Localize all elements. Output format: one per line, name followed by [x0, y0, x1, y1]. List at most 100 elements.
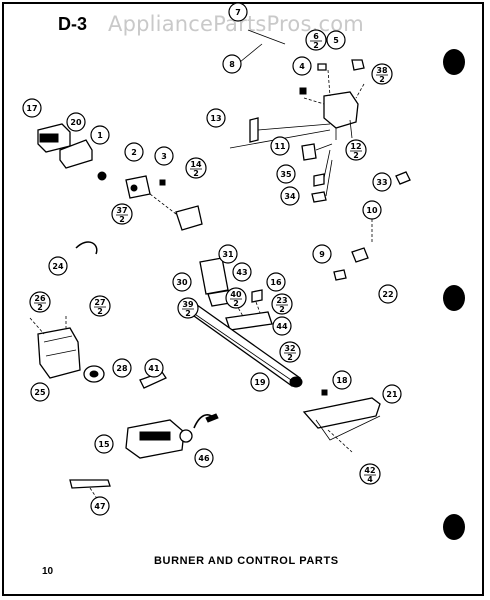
binder-hole-top	[443, 49, 465, 75]
callout-number: 20	[70, 118, 82, 127]
callout-number: 18	[336, 376, 348, 385]
callout-number: 22	[382, 290, 393, 299]
diagram-caption: BURNER AND CONTROL PARTS	[154, 555, 339, 567]
page-code: D-3	[58, 14, 88, 34]
part-cover-20	[59, 139, 93, 169]
callout-42: 424	[359, 463, 381, 485]
callout-number: 34	[284, 192, 296, 201]
callout-15: 15	[94, 434, 114, 454]
callout-number: 10	[366, 206, 378, 215]
binder-hole-middle	[443, 285, 465, 311]
callout-34: 34	[280, 186, 300, 206]
part-clip-35	[313, 173, 325, 187]
callout-3: 3	[154, 146, 174, 166]
callout-31: 31	[218, 244, 238, 264]
part-bracket-37	[175, 205, 203, 231]
part-switch-2	[125, 175, 151, 199]
callout-quantity: 2	[97, 307, 103, 316]
part-clip-5	[351, 59, 365, 71]
callout-14: 142	[185, 157, 207, 179]
part-fitting-6	[317, 63, 327, 71]
binder-hole-bottom	[443, 514, 465, 540]
callout-23: 232	[271, 293, 293, 315]
callout-38: 382	[371, 63, 393, 85]
callout-43: 43	[232, 262, 252, 282]
callout-39: 392	[177, 297, 199, 319]
part-plate-44	[225, 311, 273, 331]
callout-46: 46	[194, 448, 214, 468]
callout-number: 40	[230, 290, 242, 299]
callout-number: 16	[270, 278, 282, 287]
part-sensor-11	[301, 143, 317, 161]
callout-number: 12	[350, 142, 361, 151]
callout-44: 44	[272, 316, 292, 336]
callout-47: 47	[90, 496, 110, 516]
callout-9: 9	[312, 244, 332, 264]
callout-19: 19	[250, 372, 270, 392]
callout-quantity: 2	[279, 305, 285, 314]
callout-30: 30	[172, 272, 192, 292]
part-clip-34	[311, 191, 327, 203]
callout-27: 272	[89, 295, 111, 317]
part-bracket-31	[199, 257, 229, 295]
callout-number: 37	[116, 206, 127, 215]
part-nut-1	[97, 171, 107, 181]
callout-number: 46	[198, 454, 210, 463]
callout-21: 21	[382, 384, 402, 404]
callout-32: 322	[279, 341, 301, 363]
callout-quantity: 2	[233, 299, 239, 308]
callout-number: 15	[98, 440, 110, 449]
callout-11: 11	[270, 136, 290, 156]
callout-number: 7	[235, 8, 241, 17]
callout-number: 43	[236, 268, 247, 277]
callout-4: 4	[292, 56, 312, 76]
page-number: 10	[42, 566, 54, 577]
callout-number: 32	[284, 344, 295, 353]
callout-33: 33	[372, 172, 392, 192]
callout-number: 9	[319, 250, 325, 259]
callout-number: 39	[182, 300, 194, 309]
callout-number: 44	[276, 322, 288, 331]
callout-number: 13	[210, 114, 221, 123]
callout-number: 5	[333, 36, 339, 45]
callout-number: 23	[276, 296, 287, 305]
part-screw-16	[251, 289, 263, 303]
callout-number: 24	[52, 262, 64, 271]
part-bracket-21	[302, 397, 381, 429]
callout-number: 8	[229, 60, 235, 69]
callout-26: 262	[29, 291, 51, 313]
callout-18: 18	[332, 370, 352, 390]
callout-number: 30	[176, 278, 188, 287]
module-face-17	[39, 133, 59, 143]
callout-number: 26	[34, 294, 46, 303]
callout-8: 8	[222, 54, 242, 74]
part-wire-clip-24	[75, 241, 98, 255]
callout-quantity: 4	[367, 475, 373, 484]
callout-17: 17	[22, 98, 42, 118]
callout-number: 47	[94, 502, 105, 511]
callout-number: 1	[97, 131, 103, 140]
callout-number: 28	[116, 364, 128, 373]
callout-25: 25	[30, 382, 50, 402]
callout-16: 16	[266, 272, 286, 292]
callout-quantity: 2	[193, 169, 199, 178]
part-orifice-9	[351, 247, 369, 263]
callout-number: 25	[34, 388, 46, 397]
callout-28: 28	[112, 358, 132, 378]
callout-24: 24	[48, 256, 68, 276]
callout-2: 2	[124, 142, 144, 162]
callout-number: 38	[376, 66, 388, 75]
callout-41: 41	[144, 358, 164, 378]
callout-quantity: 2	[379, 75, 385, 84]
callout-quantity: 2	[37, 303, 43, 312]
callout-13: 13	[206, 108, 226, 128]
part-harness-47	[69, 479, 111, 489]
part-grommet-33	[395, 171, 411, 185]
callout-number: 31	[222, 250, 234, 259]
callout-number: 4	[299, 62, 305, 71]
callout-quantity: 2	[287, 353, 293, 362]
callout-number: 14	[190, 160, 202, 169]
callout-number: 2	[131, 148, 137, 157]
callout-number: 27	[94, 298, 105, 307]
